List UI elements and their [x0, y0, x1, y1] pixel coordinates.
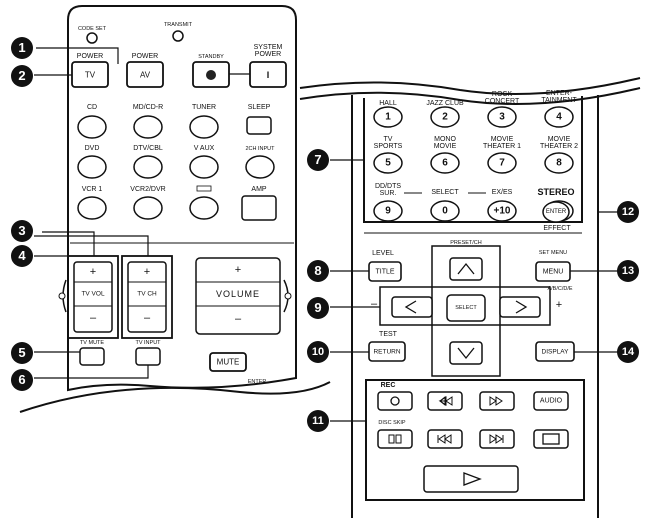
- set-menu-label: SET MENU: [538, 250, 568, 256]
- standby-label: STANDBY: [198, 54, 224, 60]
- movie-theater2-label: MOVIE THEATER 2: [540, 136, 578, 150]
- num-7-button[interactable]: 7: [499, 157, 505, 169]
- cursor-plus-label: +: [555, 299, 563, 311]
- callout-9: 9: [307, 297, 329, 319]
- code-set-label: CODE SET: [77, 26, 107, 32]
- num-6-button[interactable]: 6: [442, 157, 448, 169]
- preset-ch-label: PRESET/CH: [450, 240, 482, 246]
- callout-3: 3: [11, 220, 33, 242]
- menu-button[interactable]: MENU: [542, 268, 564, 276]
- source-label-2ch: 2CH INPUT: [245, 146, 275, 152]
- volume-frame: [195, 257, 281, 335]
- code-set-led: [86, 32, 98, 44]
- left-wave-edge: [19, 381, 331, 413]
- source-label-sleep: SLEEP: [247, 104, 271, 111]
- source-label-md: MD/CD-R: [132, 104, 164, 111]
- hall-label: HALL: [379, 100, 397, 107]
- mute-button[interactable]: MUTE: [216, 357, 240, 367]
- tv-ch-plus[interactable]: +: [143, 266, 151, 278]
- num-0-button[interactable]: 0: [442, 205, 448, 217]
- dd-dts-sur-label: DD/DTS SUR.: [374, 183, 402, 197]
- tv-sports-label: TV SPORTS: [373, 136, 403, 150]
- callout-1: 1: [11, 37, 33, 59]
- power-av-button-shape: [126, 61, 164, 88]
- test-label: TEST: [379, 331, 397, 338]
- power-tv-label: POWER: [76, 53, 104, 60]
- source-label-vcr1: VCR 1: [81, 186, 103, 193]
- callout-8: 8: [307, 260, 329, 282]
- callout-11: 11: [307, 410, 329, 432]
- source-label-tuner: TUNER: [191, 104, 217, 111]
- system-power-button[interactable]: I: [266, 70, 270, 80]
- mono-movie-label: MONO MOVIE: [433, 136, 457, 150]
- disc-skip-label: DISC SKIP: [378, 420, 406, 426]
- callout-7: 7: [307, 149, 329, 171]
- tv-mute-label: TV MUTE: [79, 340, 105, 346]
- callout-6: 6: [11, 369, 33, 391]
- tv-vol-label: TV VOL: [81, 290, 105, 298]
- num-4-button[interactable]: 4: [556, 111, 562, 123]
- cursor-frame: [379, 286, 551, 326]
- num-5-button[interactable]: 5: [385, 157, 391, 169]
- return-button[interactable]: RETURN: [373, 348, 401, 356]
- select-button[interactable]: SELECT: [455, 305, 477, 311]
- tv-ch-frame: [121, 255, 173, 339]
- source-label-dvd: DVD: [84, 145, 100, 152]
- power-av-label: POWER: [131, 53, 159, 60]
- volume-minus[interactable]: –: [234, 313, 242, 325]
- transmit-label: TRANSMIT: [163, 22, 193, 28]
- standby-button[interactable]: ⏻: [211, 75, 212, 76]
- transport-frame: [365, 379, 585, 501]
- num-plus10-button[interactable]: +10: [493, 205, 511, 217]
- jazz-club-label: JAZZ CLUB: [426, 100, 464, 107]
- source-label-dtv: DTV/CBL: [133, 145, 163, 152]
- power-tv-button[interactable]: TV: [84, 70, 96, 80]
- display-button[interactable]: DISPLAY: [541, 348, 569, 356]
- title-button[interactable]: TITLE: [375, 268, 395, 276]
- level-label: LEVEL: [372, 250, 394, 257]
- callout-2: 2: [11, 65, 33, 87]
- select-row-label: SELECT: [431, 189, 459, 196]
- callout-5: 5: [11, 342, 33, 364]
- num-3-button[interactable]: 3: [499, 111, 505, 123]
- num-8-button[interactable]: 8: [556, 157, 562, 169]
- volume-label: VOLUME: [215, 289, 261, 299]
- num-9-button[interactable]: 9: [385, 205, 391, 217]
- num-1-button[interactable]: 1: [385, 111, 391, 123]
- tv-ch-label: TV CH: [137, 290, 157, 298]
- num-2-button[interactable]: 2: [442, 111, 448, 123]
- callout-4: 4: [11, 245, 33, 267]
- source-label-vcr2: VCR2/DVR: [130, 186, 166, 193]
- tv-vol-frame: [67, 255, 119, 339]
- ex-es-label: EX/ES: [491, 189, 513, 196]
- tv-input-label: TV INPUT: [135, 340, 161, 346]
- callout-12: 12: [617, 201, 639, 223]
- entertainment-label: ENTER- TAINMENT: [541, 90, 577, 104]
- volume-plus[interactable]: +: [234, 264, 242, 276]
- enter-partial-label: ENTER-: [247, 379, 269, 385]
- enter-button[interactable]: ENTER: [545, 209, 567, 215]
- tv-ch-minus[interactable]: –: [143, 312, 151, 324]
- movie-theater1-label: MOVIE THEATER 1: [483, 136, 521, 150]
- source-buttons: [77, 115, 277, 221]
- rec-label: REC: [380, 382, 396, 389]
- cursor-minus-label: –: [370, 298, 378, 310]
- system-power-label: SYSTEM POWER: [253, 44, 283, 58]
- source-label-amp: AMP: [251, 186, 267, 193]
- abcde-label: A/B/C/D/E: [547, 286, 573, 292]
- callout-13: 13: [617, 260, 639, 282]
- audio-button[interactable]: AUDIO: [539, 397, 563, 405]
- source-label-cd: CD: [86, 104, 98, 111]
- stereo-label: STEREO: [537, 187, 575, 197]
- tv-vol-plus[interactable]: +: [89, 266, 97, 278]
- source-label-vaux: V AUX: [193, 145, 215, 152]
- callout-10: 10: [307, 341, 329, 363]
- rock-concert-label: ROCK CONCERT: [484, 91, 520, 105]
- callout-14: 14: [617, 341, 639, 363]
- transmit-led: [172, 30, 184, 42]
- effect-label: EFFECT: [543, 225, 571, 232]
- power-av-button[interactable]: AV: [139, 70, 151, 80]
- tv-vol-minus[interactable]: –: [89, 312, 97, 324]
